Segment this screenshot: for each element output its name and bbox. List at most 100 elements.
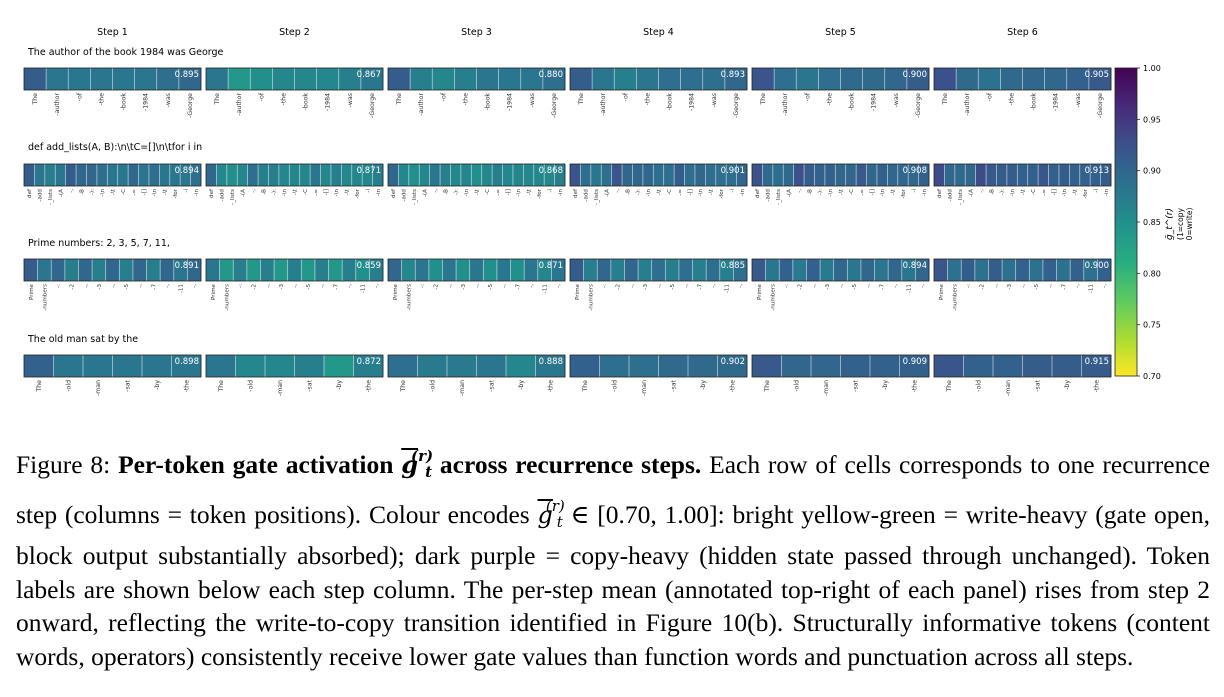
token-label: -,	[265, 284, 271, 288]
heatmap-cell	[533, 164, 545, 186]
heatmap-cell	[592, 68, 615, 90]
token-label: -numbers	[770, 284, 776, 311]
heatmap-cell	[583, 259, 598, 281]
token-label: -man	[459, 380, 466, 396]
panel-border	[933, 354, 1112, 378]
heatmap-cell	[580, 164, 592, 186]
heatmap-cell	[899, 355, 930, 377]
caption-text-2: ∈ [0.70, 1.00]: bright yellow-green = wr…	[16, 499, 1211, 671]
heatmap-cell	[947, 259, 962, 281]
heatmap-cell	[1088, 68, 1112, 90]
token-label: -,	[839, 284, 845, 288]
heatmap-cell	[908, 164, 919, 186]
token-label: -,	[475, 284, 481, 288]
heatmap-cell	[401, 259, 416, 281]
panel-border	[205, 258, 384, 282]
row-prompt-text: The old man sat by the	[27, 334, 138, 345]
token-label: -George	[733, 93, 740, 118]
token-label: -C	[849, 189, 855, 195]
heatmap-cell	[450, 164, 462, 186]
token-label: -B	[79, 189, 85, 195]
token-label: -\n	[100, 189, 106, 197]
heatmap-cell	[498, 68, 522, 90]
token-label: -(A	[968, 189, 974, 197]
heatmap-cell	[1083, 259, 1098, 281]
token-label: -\n	[880, 189, 886, 197]
token-label: -add	[220, 189, 226, 202]
token-label: -B	[443, 189, 449, 195]
token-label: -,	[1048, 284, 1054, 288]
heatmap-cell	[901, 259, 916, 281]
heatmap-cell	[765, 259, 780, 281]
token-label: -of	[622, 92, 629, 101]
token-label: -\t	[475, 188, 481, 195]
heatmap-cell	[362, 164, 373, 186]
token-label: -book	[485, 93, 492, 111]
heatmap-cell	[235, 355, 266, 377]
heatmap-cell	[537, 259, 552, 281]
colorbar-tick-label: 0.90	[1143, 167, 1161, 176]
heatmap-cell	[388, 259, 402, 281]
token-label: -of	[440, 92, 447, 101]
token-label: -of	[258, 92, 265, 101]
token-label: -\n	[1010, 189, 1016, 197]
token-label: -,	[797, 189, 803, 193]
colorbar	[1114, 67, 1138, 377]
token-label: -by	[336, 380, 343, 390]
heatmap-cell	[570, 355, 600, 377]
token-label: -2	[70, 284, 76, 290]
token-label: -1984	[871, 93, 878, 111]
token-label: def	[209, 188, 215, 198]
heatmap-cell	[1015, 259, 1030, 281]
panel-border	[205, 354, 384, 378]
heatmap-cell	[866, 164, 878, 186]
token-label: -i	[1093, 189, 1099, 193]
heatmap-cell	[447, 355, 477, 377]
step-header: Step 5	[825, 27, 856, 38]
heatmap-cell	[570, 68, 593, 90]
heatmap-cell	[692, 259, 707, 281]
token-label: -add	[948, 189, 954, 202]
token-label: -11	[907, 284, 913, 294]
token-label: -,	[615, 189, 621, 193]
heatmap-cell	[24, 259, 38, 281]
heatmap-cell	[338, 68, 362, 90]
heatmap-cell	[105, 259, 120, 281]
heatmap-cell	[774, 68, 797, 90]
panel-mean-label: 0.913	[1085, 166, 1109, 176]
heatmap-cell	[1006, 164, 1018, 186]
heatmap-cell	[915, 259, 930, 281]
heatmap-cell	[988, 259, 1003, 281]
panel-mean-label: 0.891	[175, 261, 199, 271]
heatmap-cell	[310, 164, 321, 186]
token-label: -1984	[689, 93, 696, 111]
token-label: -5	[670, 284, 676, 290]
heatmap-cell	[34, 164, 46, 186]
panel-border	[751, 67, 930, 91]
panel-border	[205, 67, 384, 91]
heatmap-cell	[294, 355, 325, 377]
token-label: -book	[303, 93, 310, 111]
heatmap-cell	[180, 164, 191, 186]
panel-border	[387, 163, 566, 187]
heatmap-cell	[705, 164, 717, 186]
token-label: -for	[355, 188, 361, 198]
token-label: -3	[643, 284, 649, 290]
token-label: The	[582, 380, 589, 393]
token-label: -_lists	[230, 189, 236, 205]
token-label: -George	[369, 93, 376, 118]
token-label: -book	[849, 93, 856, 111]
heatmap-cell	[169, 164, 181, 186]
heatmap-cell	[328, 259, 343, 281]
heatmap-cell	[715, 164, 727, 186]
heatmap-cell	[792, 259, 807, 281]
heatmap-cell	[1017, 164, 1029, 186]
token-label: -=	[495, 189, 501, 196]
panel-border	[933, 67, 1112, 91]
heatmap-cell	[1100, 164, 1112, 186]
heatmap-cell	[360, 68, 384, 90]
heatmap-cell	[726, 164, 737, 186]
token-label: -,	[320, 284, 326, 288]
token-label: -in	[558, 189, 564, 197]
heatmap-cell	[1022, 355, 1053, 377]
